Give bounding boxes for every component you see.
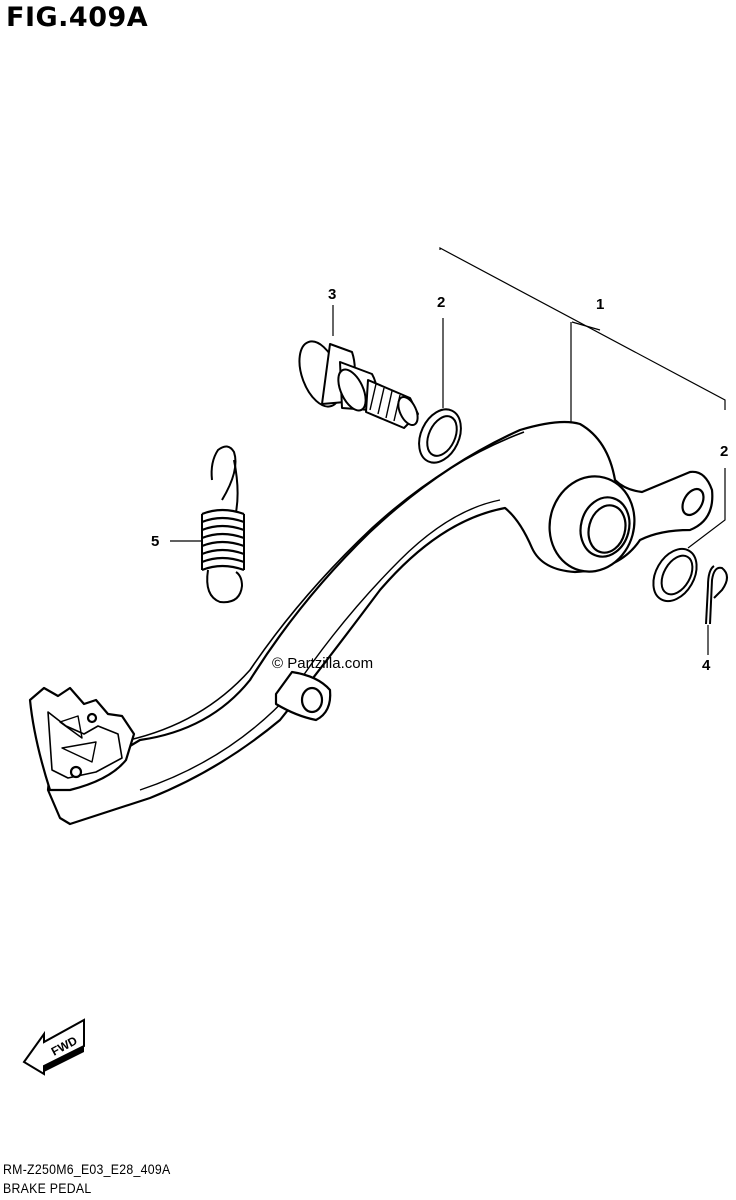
callout-leaders	[170, 247, 726, 655]
callout-part-5: 5	[151, 533, 159, 550]
brake-pedal-arm	[28, 420, 714, 826]
callout-part-2-upper: 2	[437, 294, 445, 311]
seal-ring-upper	[418, 408, 462, 464]
figure-title: FIG.409A	[6, 2, 149, 33]
pivot-bolt	[298, 340, 419, 429]
cotter-pin	[705, 565, 728, 625]
callout-part-3: 3	[328, 286, 336, 303]
figure-name: BRAKE PEDAL	[3, 1180, 92, 1196]
callout-part-4: 4	[702, 657, 711, 674]
fwd-arrow-icon: FWD	[22, 1018, 85, 1076]
figure-code: RM-Z250M6_E03_E28_409A	[3, 1161, 171, 1177]
callout-part-1: 1	[596, 296, 604, 313]
callout-part-2-right: 2	[720, 443, 728, 460]
return-spring	[201, 445, 245, 604]
seal-ring-right	[652, 547, 698, 603]
watermark-text: © Partzilla.com	[272, 655, 373, 672]
